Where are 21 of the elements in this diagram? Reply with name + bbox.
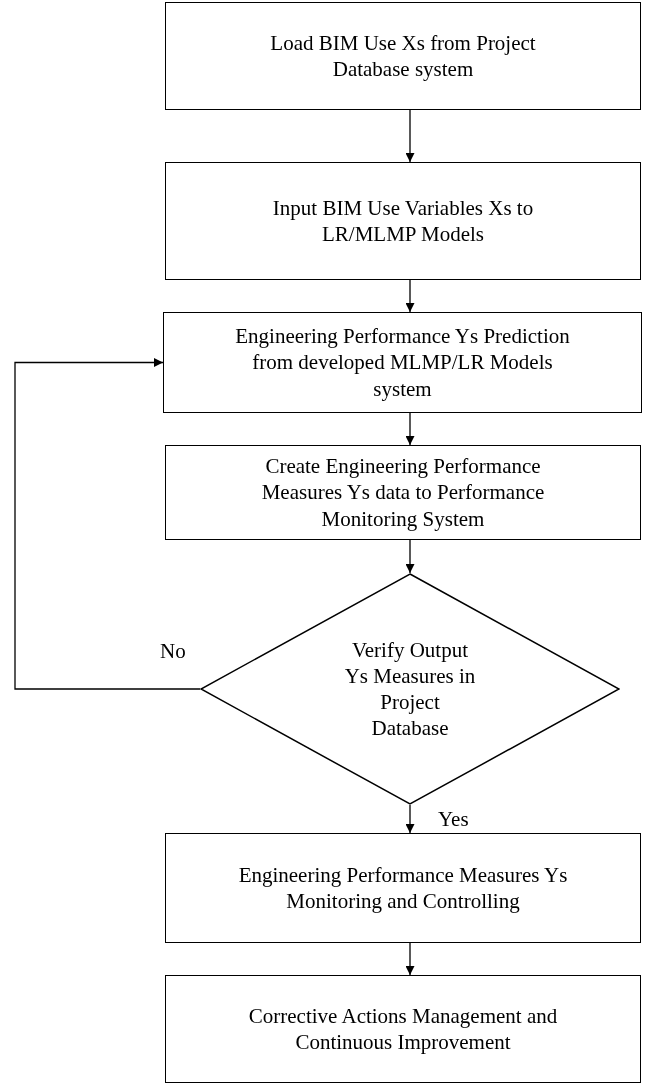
process-box [165, 975, 641, 1083]
step-text: Corrective Actions Management and Continuous Improvement [247, 1002, 559, 1056]
step-text: Engineering Performance Measures Ys Monitoring and Controlling [237, 861, 569, 915]
decision-diamond [200, 573, 620, 805]
step-text: Create Engineering Performance Measures Ys data to Performance Monitoring System [260, 453, 546, 532]
process-box [165, 445, 641, 540]
arrow [405, 804, 415, 834]
step-text: Load BIM Use Xs from Project Database system [269, 29, 537, 83]
arrow [405, 412, 415, 446]
process-box [165, 833, 641, 943]
process-box [165, 162, 641, 280]
step-text: Engineering Performance Ys Prediction from developed MLMP/LR Models system [234, 323, 571, 402]
step-text: Input BIM Use Variables Xs to LR/MLMP Models [271, 194, 535, 248]
arrow [405, 942, 415, 976]
process-box [165, 2, 641, 110]
arrow [405, 279, 415, 313]
arrow [405, 539, 415, 574]
arrow [405, 109, 415, 163]
arrow [14, 358, 201, 690]
process-box [163, 312, 642, 413]
step-text: Verify Output Ys Measures in Project Database [343, 636, 477, 742]
